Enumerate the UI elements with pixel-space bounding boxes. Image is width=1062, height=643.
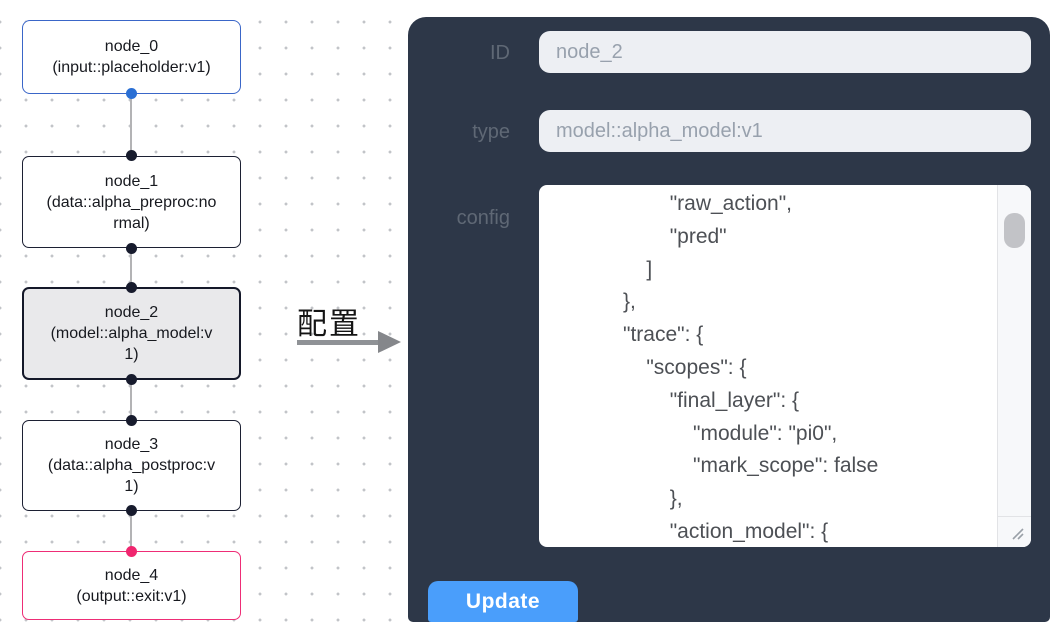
arrow-right-icon — [378, 331, 401, 353]
config-textarea[interactable]: "raw_action", "pred" ] }, "trace": { "sc… — [539, 185, 1031, 547]
port-node0-out[interactable] — [126, 88, 137, 99]
edge-node1-node2 — [130, 248, 132, 288]
edge-node3-node4 — [130, 510, 132, 552]
node-subtitle: (data::alpha_preproc:normal) — [46, 193, 217, 232]
edge-node2-node3 — [130, 379, 132, 421]
config-scrollbar-thumb[interactable] — [1004, 213, 1025, 248]
node-title: node_1 — [104, 172, 159, 190]
flow-node-1[interactable]: node_1 (data::alpha_preproc:normal) — [22, 156, 241, 248]
id-field-label: ID — [490, 42, 510, 64]
textarea-resize-handle[interactable] — [998, 516, 1031, 547]
type-input[interactable] — [539, 110, 1031, 152]
config-field-label: config — [456, 207, 510, 229]
port-node3-out[interactable] — [126, 505, 137, 516]
flow-node-4[interactable]: node_4 (output::exit:v1) — [22, 551, 241, 620]
node-subtitle: (data::alpha_postproc:v1) — [47, 457, 216, 495]
port-node4-in[interactable] — [126, 546, 137, 557]
id-input[interactable] — [539, 31, 1031, 73]
configure-annotation: 配置 — [297, 308, 361, 341]
flow-node-2-selected[interactable]: node_2 (model::alpha_model:v1) — [22, 287, 241, 380]
node-title: node_4 — [104, 566, 159, 584]
arrow-shaft — [297, 340, 381, 345]
config-scrollbar-track[interactable] — [997, 185, 1031, 547]
node-title: node_2 — [104, 304, 159, 321]
node-config-panel: ID type config "raw_action", "pred" ] },… — [408, 17, 1050, 622]
port-node1-in[interactable] — [126, 150, 137, 161]
edge-node0-node1 — [130, 93, 132, 156]
flow-node-3[interactable]: node_3 (data::alpha_postproc:v1) — [22, 420, 241, 511]
node-subtitle: (output::exit:v1) — [76, 587, 187, 605]
flow-node-0[interactable]: node_0 (input::placeholder:v1) — [22, 20, 241, 94]
node-title: node_3 — [104, 436, 159, 453]
port-node2-out[interactable] — [126, 374, 137, 385]
config-json-text[interactable]: "raw_action", "pred" ] }, "trace": { "sc… — [623, 192, 879, 543]
node-subtitle: (input::placeholder:v1) — [52, 59, 211, 76]
node-title: node_0 — [104, 38, 159, 55]
port-node1-out[interactable] — [126, 243, 137, 254]
port-node3-in[interactable] — [126, 415, 137, 426]
type-field-label: type — [472, 121, 510, 143]
node-subtitle: (model::alpha_model:v1) — [50, 325, 213, 363]
port-node2-in[interactable] — [126, 282, 137, 293]
update-button[interactable]: Update — [428, 581, 578, 622]
resize-grip-icon — [1012, 528, 1024, 540]
